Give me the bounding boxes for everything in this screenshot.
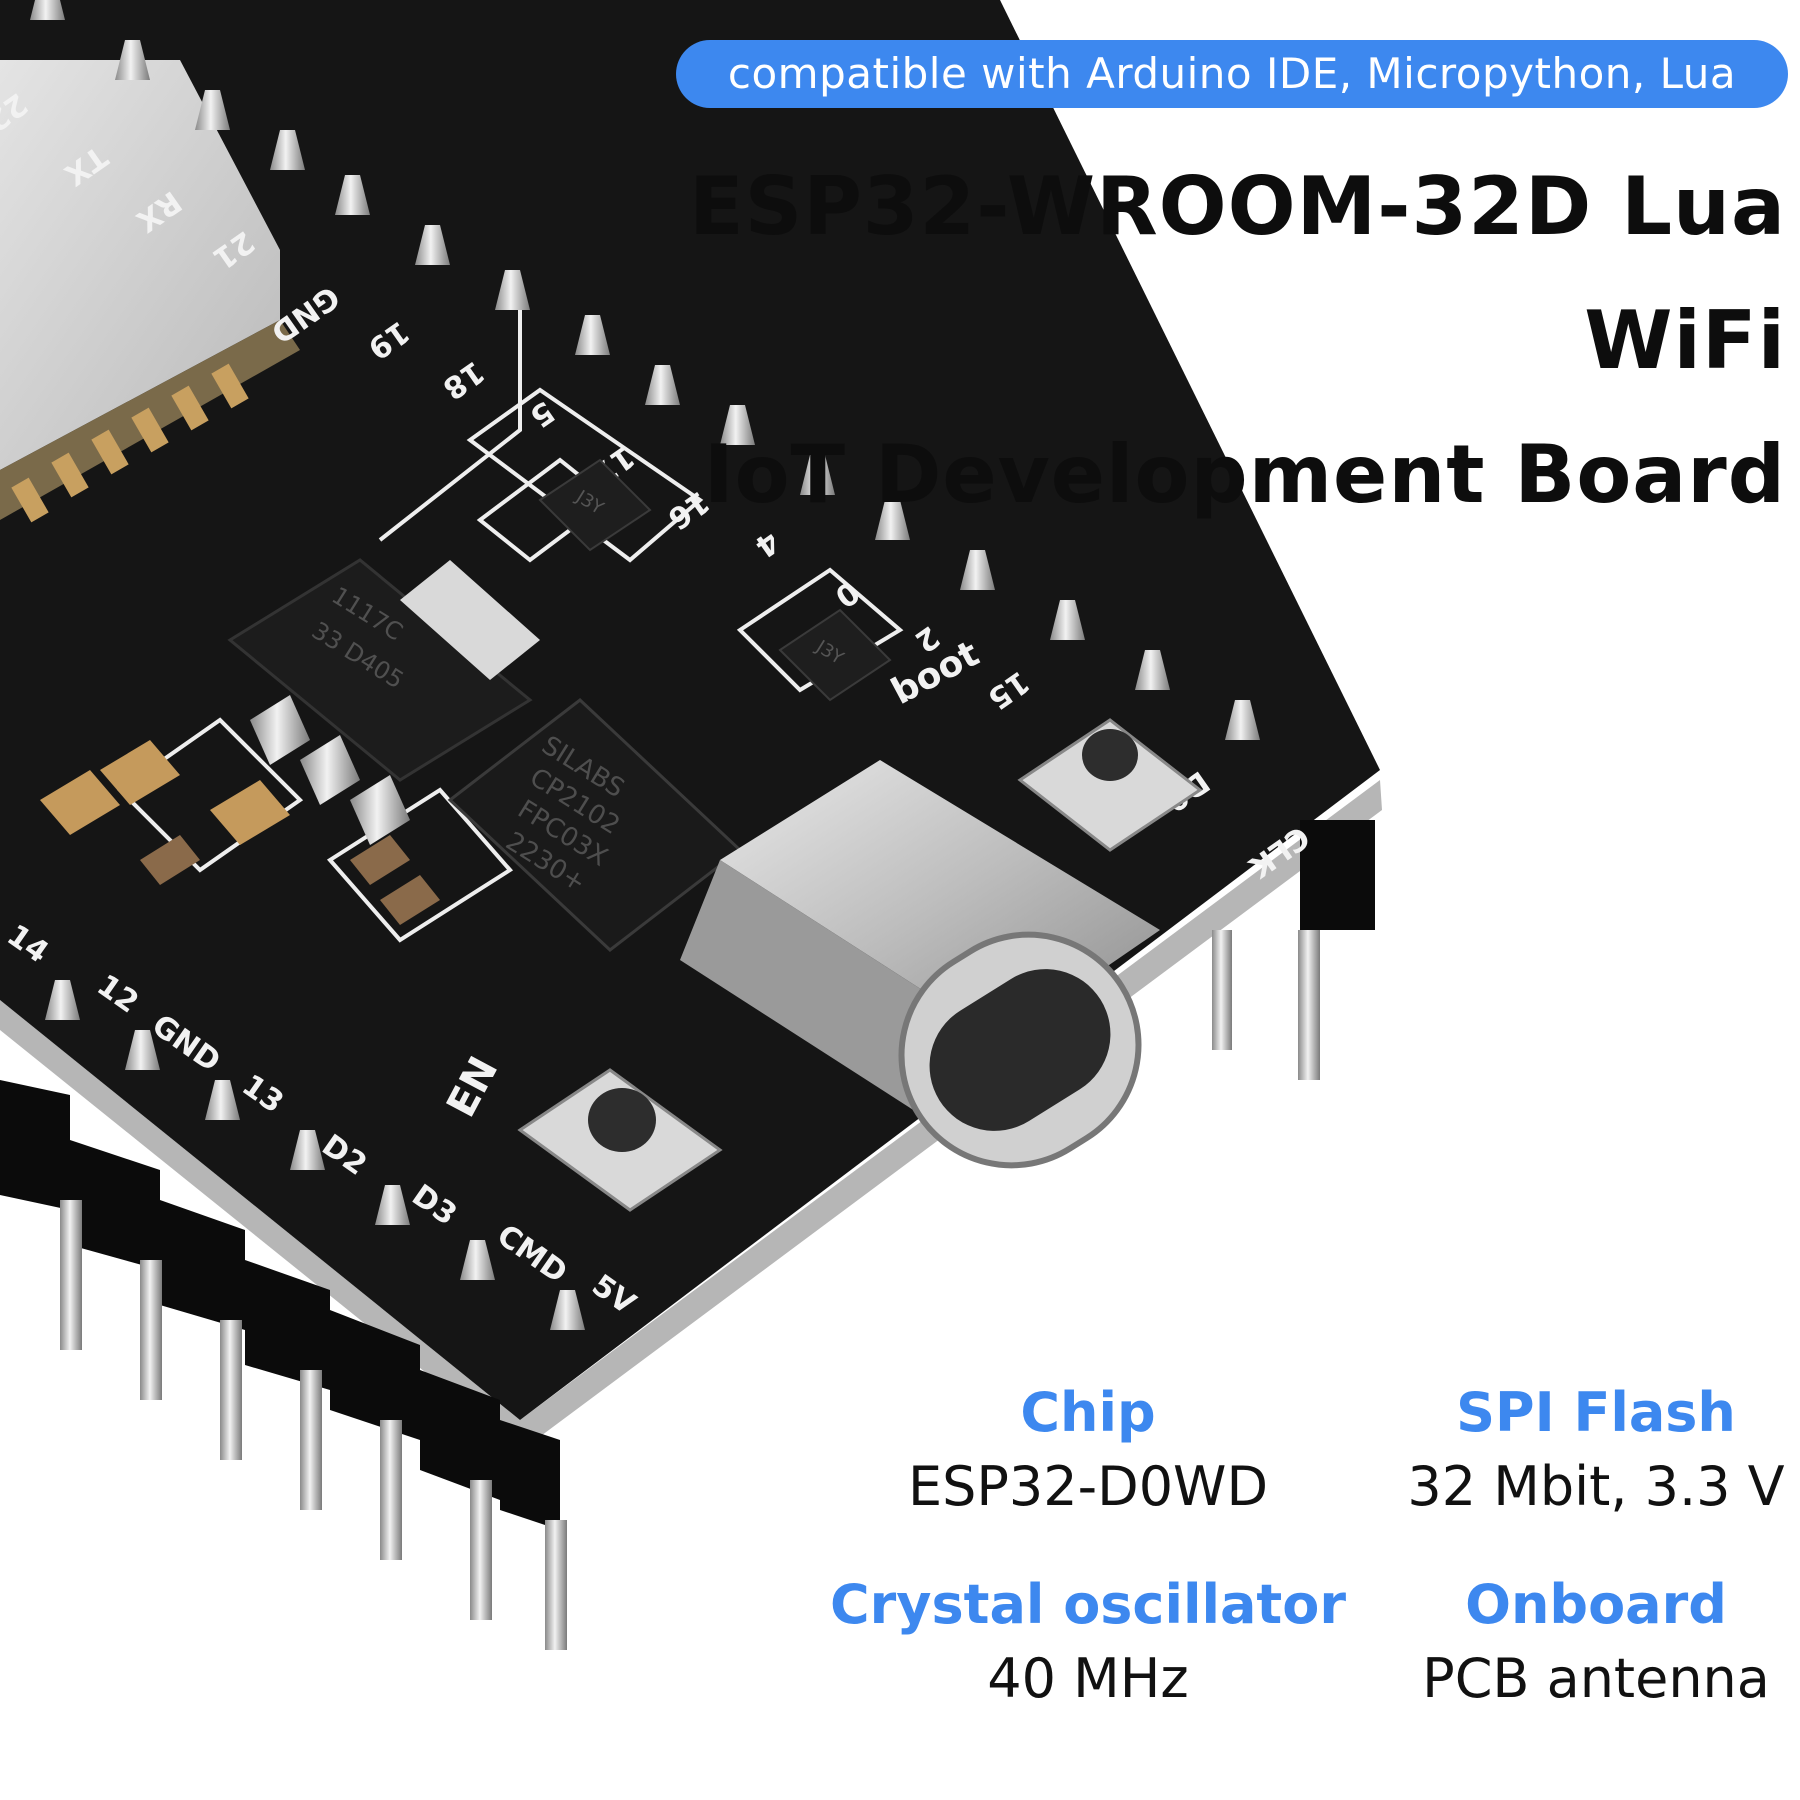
spec-flash: SPI Flash 32 Mbit, 3.3 V xyxy=(1316,1378,1800,1522)
transistors: J3Y J3Y xyxy=(538,458,892,702)
esp32-module xyxy=(0,60,300,523)
product-title: ESP32-WROOM-32D Lua WiFi IoT Development… xyxy=(486,140,1786,542)
voltage-regulator: 1117C 33 D405 xyxy=(227,558,540,845)
top-pin-row xyxy=(30,0,1260,740)
spec-antenna-label: Onboard xyxy=(1465,1573,1727,1636)
spec-chip-label: Chip xyxy=(1020,1381,1156,1444)
usb-c-port xyxy=(680,760,1160,1169)
smd-components xyxy=(40,740,440,925)
bottom-pin-row xyxy=(45,980,585,1330)
boot-button xyxy=(1017,718,1203,852)
spec-flash-label: SPI Flash xyxy=(1456,1381,1736,1444)
spec-crystal: Crystal oscillator 40 MHz xyxy=(808,1570,1368,1714)
pcb-body xyxy=(0,0,1380,1420)
usb-uart-chip: SILABS CP2102 FPC03X 2230+ xyxy=(447,698,743,952)
product-title-line2: IoT Development Board xyxy=(703,428,1786,521)
spec-antenna-value: PCB antenna xyxy=(1422,1647,1770,1710)
right-header xyxy=(1212,820,1375,1080)
spec-antenna: Onboard PCB antenna xyxy=(1316,1570,1800,1714)
bottom-header xyxy=(0,1080,567,1650)
pcb-edge xyxy=(0,780,1382,1450)
spec-chip: Chip ESP32-D0WD xyxy=(808,1378,1368,1522)
spec-flash-value: 32 Mbit, 3.3 V xyxy=(1407,1455,1785,1518)
spec-chip-value: ESP32-D0WD xyxy=(907,1455,1269,1518)
spec-crystal-value: 40 MHz xyxy=(987,1647,1189,1710)
compatibility-banner: compatible with Arduino IDE, Micropython… xyxy=(676,40,1788,108)
product-title-line1: ESP32-WROOM-32D Lua WiFi xyxy=(688,160,1786,387)
spec-crystal-label: Crystal oscillator xyxy=(830,1573,1346,1636)
